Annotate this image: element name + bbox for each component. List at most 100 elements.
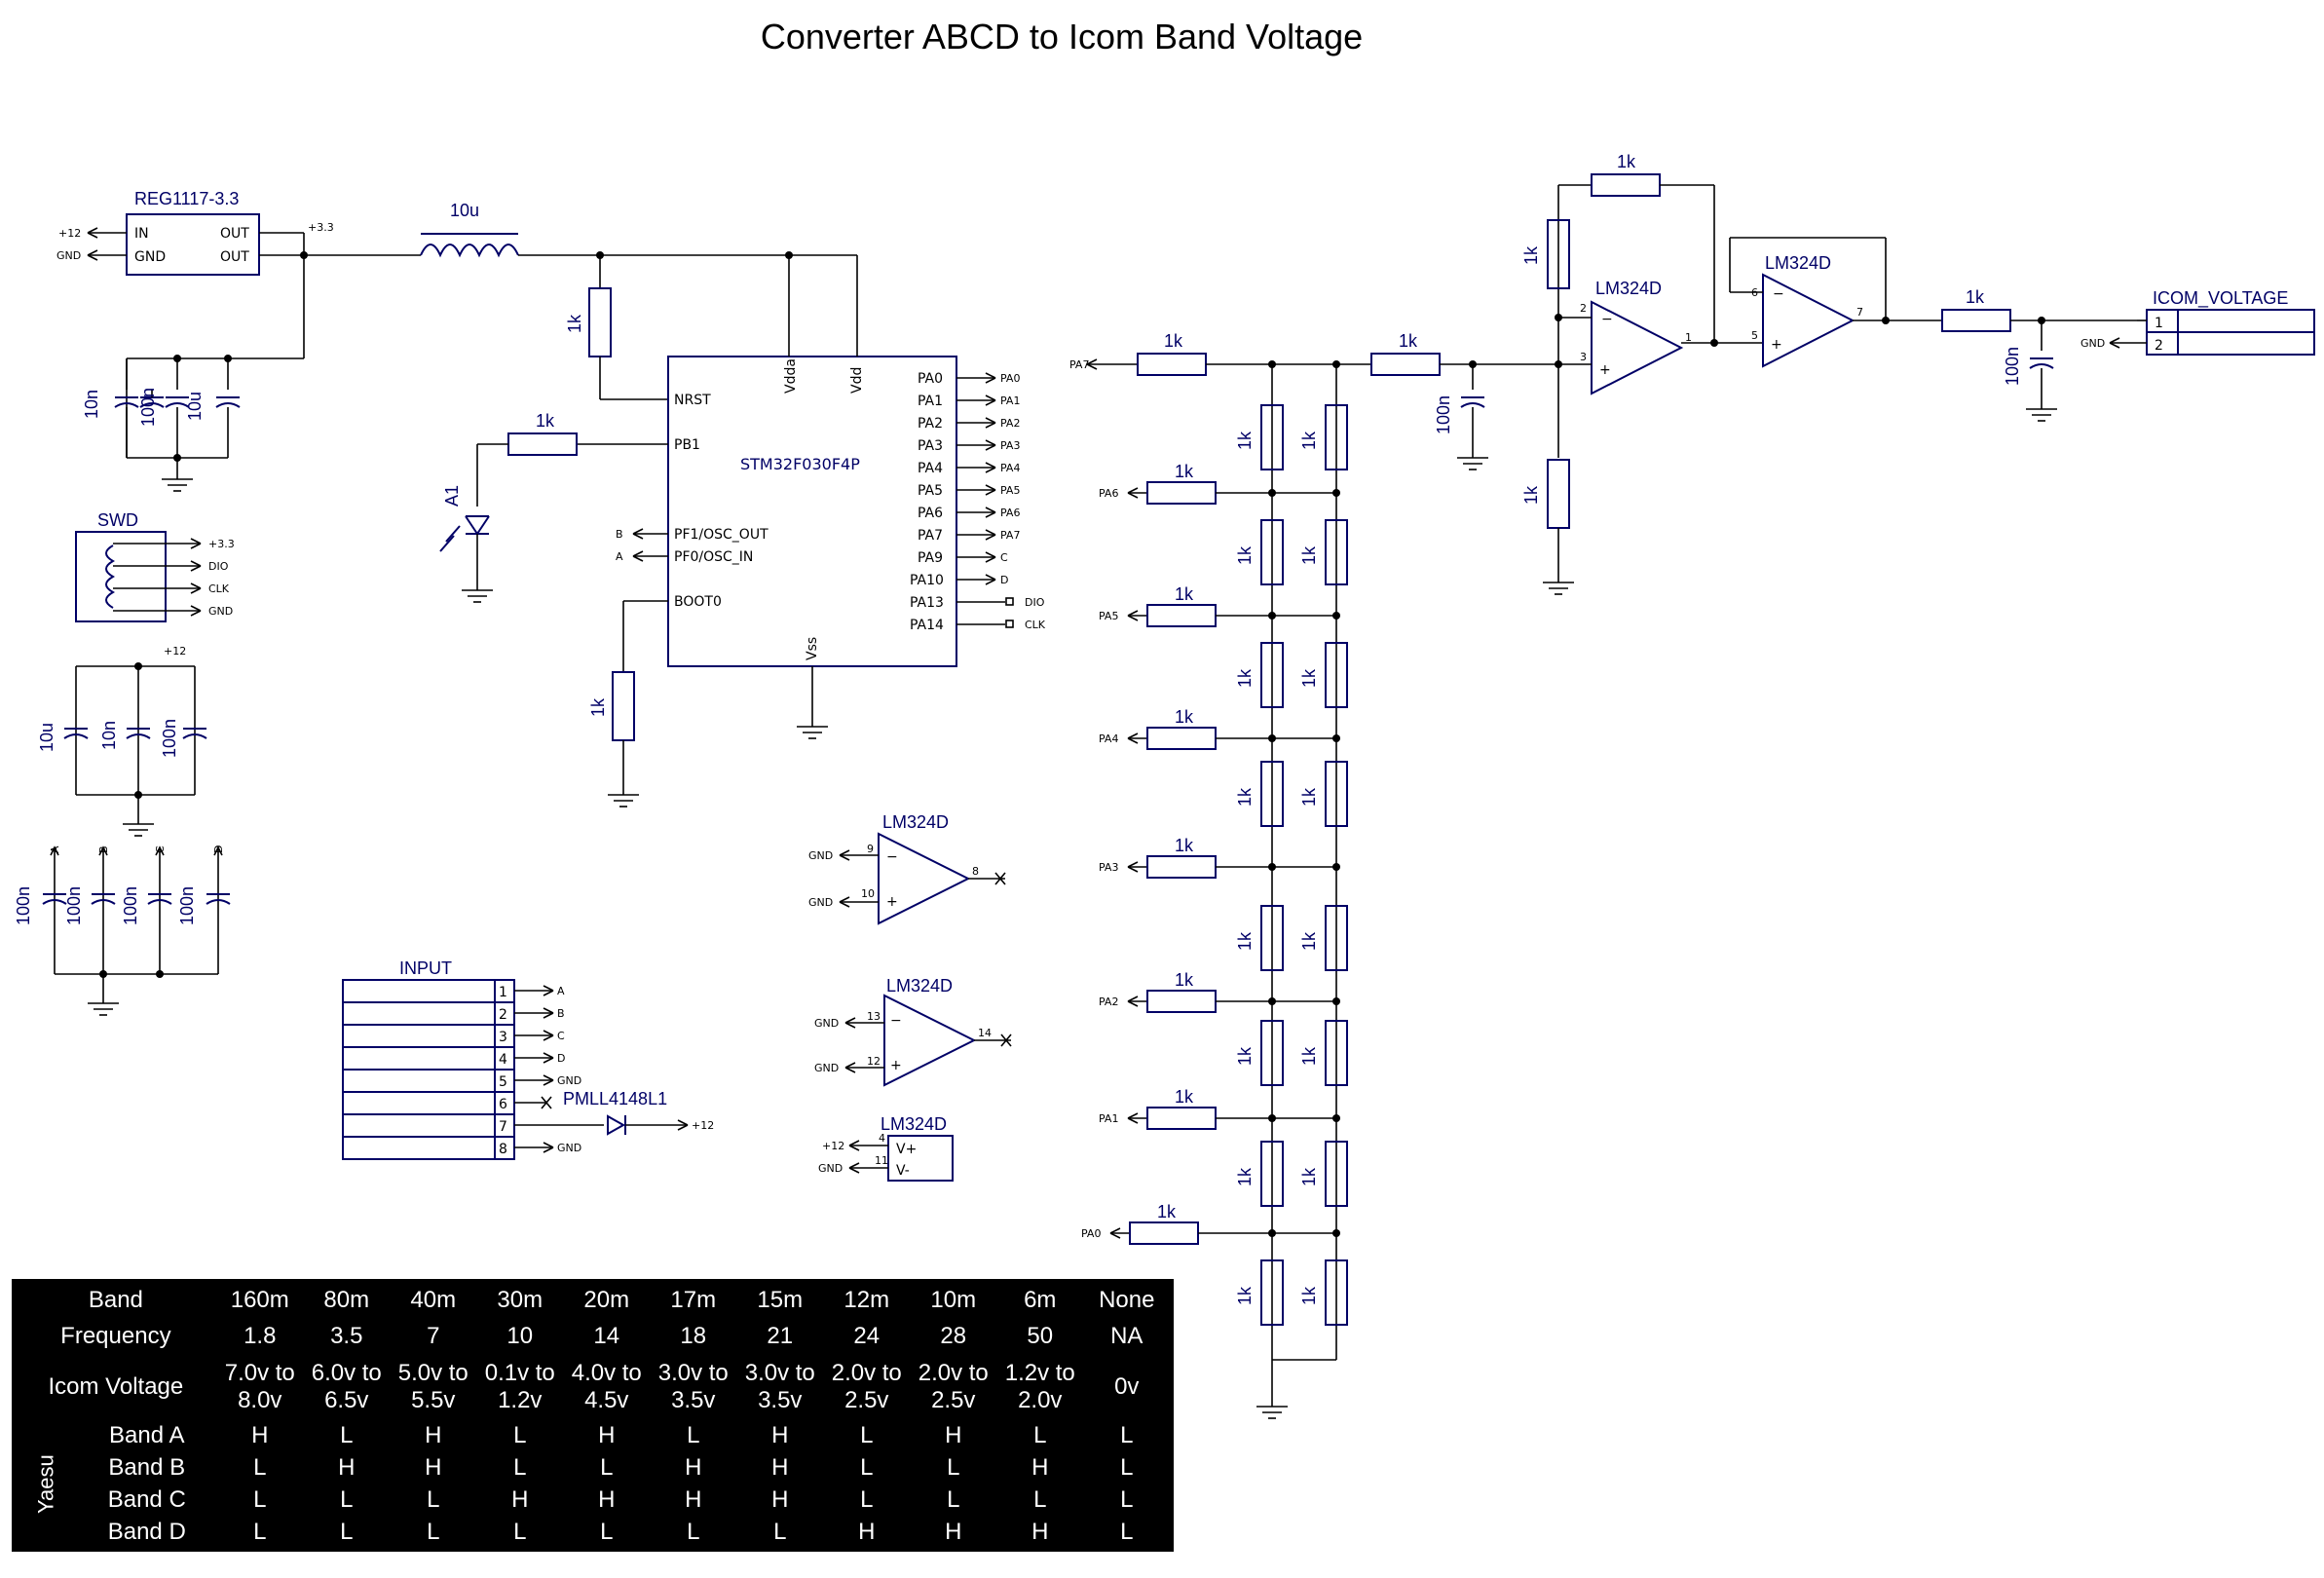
svg-text:1k: 1k [588,697,608,717]
band-value-cell: H [304,1453,389,1483]
svg-text:Vdd: Vdd [849,367,865,394]
svg-text:GND: GND [2080,337,2105,350]
svg-text:100n: 100n [160,719,179,758]
ladder-series-resistor [1146,990,1217,1013]
ladder-resistor [1325,905,1348,971]
svg-text:1: 1 [499,985,507,1000]
svg-text:OUT: OUT [220,226,249,242]
ladder-net-label: PA4 [1099,733,1118,745]
ladder-resistor [1325,519,1348,585]
swd-name: SWD [97,510,138,530]
svg-text:B: B [97,845,110,853]
ladder-resistor-value: 1k [1235,1167,1255,1186]
svg-text:+: + [886,894,898,910]
frequency-cell: 14 [564,1320,649,1353]
band-value-cell: H [651,1453,735,1483]
ladder-resistor-value: 1k [1299,431,1319,450]
svg-text:100n: 100n [1434,395,1453,434]
svg-text:2: 2 [2155,338,2163,354]
svg-text:B: B [557,1007,565,1020]
band-value-cell: L [824,1453,909,1483]
ladder-resistor [1260,905,1284,971]
svg-text:10n: 10n [82,390,101,419]
svg-text:14: 14 [978,1027,992,1039]
svg-text:1k: 1k [1521,245,1541,265]
band-value-cell: H [651,1485,735,1515]
band-name: Band D [78,1518,215,1547]
svg-text:100n: 100n [14,886,33,925]
svg-text:4: 4 [879,1132,885,1145]
svg-text:LM324D: LM324D [886,976,953,996]
ladder-net-label: PA1 [1099,1112,1118,1125]
ladder-resistor-value: 1k [1235,787,1255,807]
ladder-resistor-value: 1k [1235,1046,1255,1066]
svg-text:DIO: DIO [208,560,229,573]
svg-text:GND: GND [818,1162,843,1175]
svg-text:C: C [154,845,167,853]
svg-text:LM324D: LM324D [1595,279,1662,298]
ladder-resistor [1325,1141,1348,1207]
ladder-series-resistor [1146,1107,1217,1130]
ladder-resistor [1325,1020,1348,1086]
svg-text:PA7: PA7 [1000,529,1020,542]
ladder-resistor-value: 1k [1235,431,1255,450]
band-column-header: 10m [911,1284,995,1317]
band-value-cell: L [217,1453,302,1483]
band-value-cell: L [304,1485,389,1515]
band-value-cell: L [1084,1421,1169,1450]
ladder-resistor-value: 1k [1299,787,1319,807]
band-value-cell: H [737,1453,822,1483]
svg-text:CLK: CLK [208,582,230,595]
svg-text:+3.3: +3.3 [208,538,235,550]
ladder-net-label: PA0 [1081,1227,1101,1240]
mcu-right-pins: PA0 PA1 PA2 PA3 PA4 PA5 PA6 PA7 PA9 PA10… [910,371,1046,633]
ladder-resistor-value: 1k [1299,545,1319,565]
ladder-series-value: 1k [1157,1202,1177,1221]
icom-name: ICOM_VOLTAGE [2153,288,2288,309]
voltage-cell: 0v [1084,1356,1169,1418]
svg-text:9: 9 [867,843,874,855]
ladder-series-value: 1k [1175,707,1194,727]
svg-text:IN: IN [134,226,149,242]
band-value-cell: L [304,1518,389,1547]
band-value-cell: L [1084,1453,1169,1483]
svg-text:1k: 1k [536,411,555,431]
regulator: REG1117-3.3 IN GND OUT OUT +12 GND +3.3 [56,189,421,458]
svg-text:1: 1 [1685,331,1692,344]
ladder-resistor-value: 1k [1235,1286,1255,1305]
svg-text:PA6: PA6 [1000,507,1020,519]
svg-text:10: 10 [861,887,875,900]
band-value-cell: H [217,1421,302,1450]
svg-text:+12: +12 [164,645,186,658]
band-value-cell: L [304,1421,389,1450]
band-value-cell: H [737,1485,822,1515]
ladder-resistor [1325,642,1348,708]
ladder-resistor-value: 1k [1235,931,1255,951]
ladder-series-value: 1k [1175,836,1194,855]
abcd-caps: A B C D 100n 100n 100n 100n [14,845,231,1016]
ladder-resistor-value: 1k [1299,668,1319,688]
frequency-cell: 21 [737,1320,822,1353]
schematic-title: Converter ABCD to Icom Band Voltage [761,17,1363,56]
svg-text:−: − [1601,312,1613,327]
ladder-series-resistor [1146,727,1217,750]
svg-text:5: 5 [499,1074,507,1090]
svg-text:8: 8 [972,865,979,878]
svg-text:−: − [886,849,898,865]
band-value-cell: L [911,1485,995,1515]
nrst-pullup: 1k [565,255,668,400]
opamp-unused-1: LM324D −+ GND GND 9 10 8 [808,812,1006,925]
band-value-cell: L [911,1453,995,1483]
swd-connector: SWD +3.3 DIO CLK GND [75,510,235,622]
svg-text:GND: GND [56,249,81,262]
led-label: A1 [442,485,462,507]
band-column-header: 80m [304,1284,389,1317]
svg-text:PA14: PA14 [910,618,944,633]
inductor-value: 10u [450,201,479,220]
svg-text:LM324D: LM324D [1765,253,1831,273]
band-header: Band [17,1284,215,1317]
band-value-cell: L [737,1518,822,1547]
